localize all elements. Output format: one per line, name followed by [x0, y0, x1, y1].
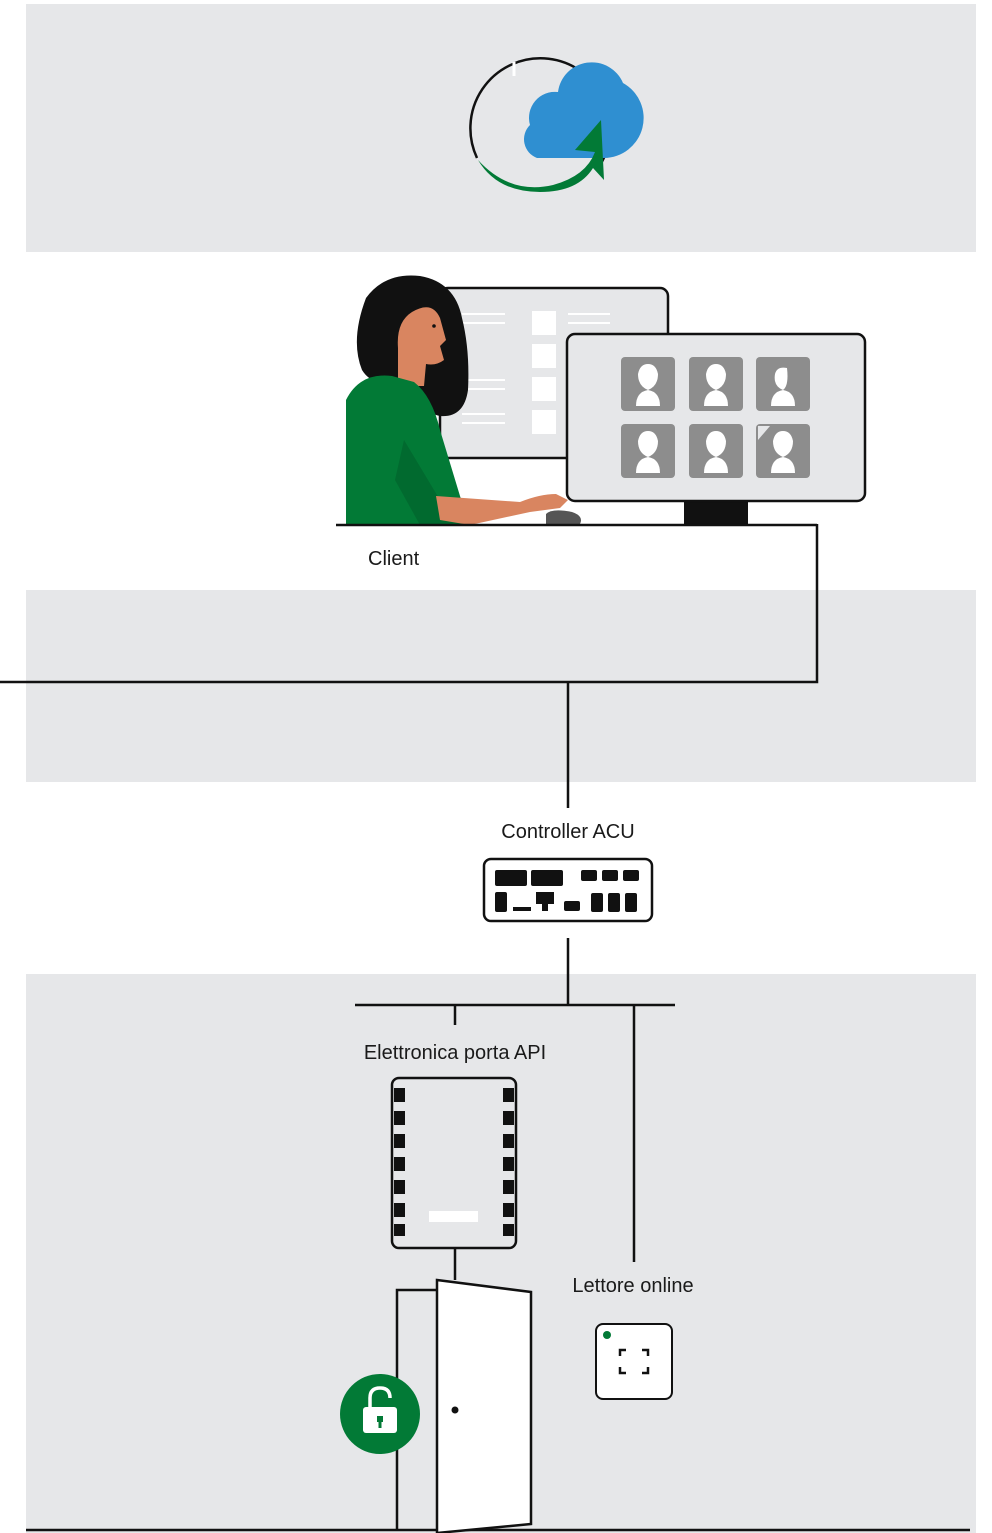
unlocked-padlock-icon [340, 1374, 420, 1454]
client-label: Client [368, 548, 420, 570]
face-monitor [565, 332, 867, 526]
controller-label: Controller ACU [501, 821, 634, 843]
cloud-sync-icon [469, 57, 644, 192]
network-band [26, 590, 976, 782]
online-reader-label: Lettore online [572, 1275, 693, 1297]
door-electronics-module-icon [390, 1076, 518, 1250]
cloud-band [26, 4, 976, 252]
controller-unit-icon [482, 857, 654, 923]
operator-person [346, 275, 581, 525]
network-lines [0, 524, 970, 1532]
door-electronics-label: Elettronica porta API [364, 1042, 546, 1064]
online-reader-icon [595, 1323, 673, 1400]
